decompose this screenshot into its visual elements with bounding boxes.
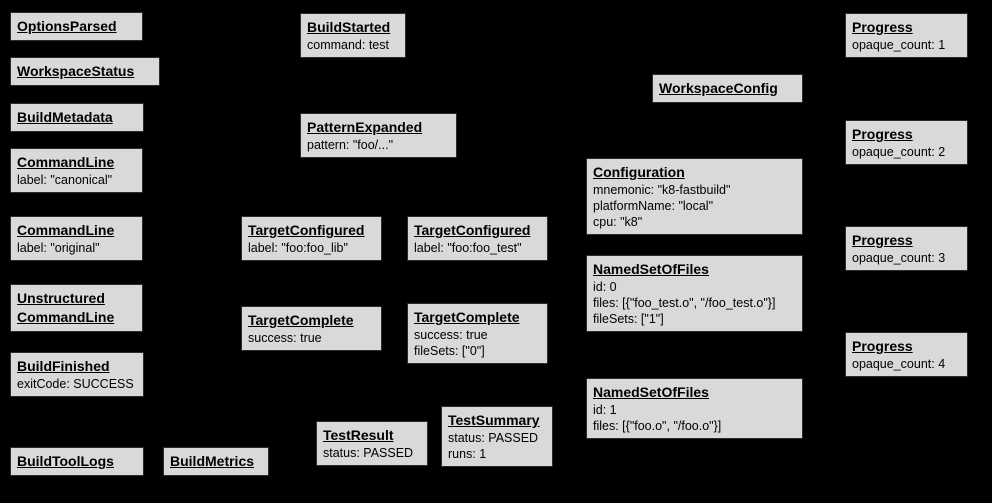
- node-field: exitCode: SUCCESS: [17, 377, 134, 391]
- node-title: OptionsParsed: [17, 18, 117, 34]
- node-field: runs: 1: [448, 447, 487, 461]
- node-field: fileSets: ["0"]: [414, 344, 485, 358]
- node-title: CommandLine: [17, 154, 115, 170]
- node-field: status: PASSED: [323, 446, 414, 460]
- node-field: label: "foo:foo_test": [414, 241, 522, 255]
- node-field: opaque_count: 1: [852, 38, 946, 52]
- node-build-metadata: BuildMetadata: [10, 103, 144, 132]
- node-named-set-of-files-0: NamedSetOfFiles id: 0 files: [{"foo_test…: [586, 255, 803, 332]
- node-command-line-original: CommandLine label: "original": [10, 216, 143, 261]
- node-title: Progress: [852, 232, 913, 248]
- node-field: label: "foo:foo_lib": [248, 241, 348, 255]
- node-title: BuildFinished: [17, 358, 110, 374]
- node-target-configured-foo-lib: TargetConfigured label: "foo:foo_lib": [241, 216, 382, 261]
- node-field: mnemonic: "k8-fastbuild": [593, 183, 731, 197]
- node-field: opaque_count: 2: [852, 145, 946, 159]
- node-title: Progress: [852, 126, 913, 142]
- node-test-result: TestResult status: PASSED: [316, 421, 428, 466]
- node-progress-4: Progress opaque_count: 4: [845, 332, 968, 377]
- node-title: TestResult: [323, 427, 394, 443]
- node-field: pattern: "foo/...": [307, 138, 394, 152]
- node-title: Progress: [852, 338, 913, 354]
- node-field: fileSets: ["1"]: [593, 312, 664, 326]
- node-title: TestSummary: [448, 412, 540, 428]
- node-workspace-status: WorkspaceStatus: [10, 57, 160, 86]
- node-build-metrics: BuildMetrics: [163, 447, 269, 476]
- node-title: NamedSetOfFiles: [593, 261, 709, 277]
- node-title: CommandLine: [17, 222, 115, 238]
- node-field: success: true: [248, 331, 322, 345]
- node-field: opaque_count: 3: [852, 251, 946, 265]
- node-unstructured-command-line: Unstructured CommandLine: [10, 284, 143, 332]
- node-build-finished: BuildFinished exitCode: SUCCESS: [10, 352, 144, 397]
- node-title: BuildMetadata: [17, 109, 113, 125]
- node-progress-3: Progress opaque_count: 3: [845, 226, 968, 271]
- node-title: BuildStarted: [307, 19, 391, 35]
- node-workspace-config: WorkspaceConfig: [652, 74, 803, 103]
- node-field: platformName: "local": [593, 199, 714, 213]
- node-field: command: test: [307, 38, 389, 52]
- node-title: TargetComplete: [414, 309, 520, 325]
- node-target-complete-foo-test: TargetComplete success: true fileSets: […: [407, 303, 548, 364]
- node-progress-1: Progress opaque_count: 1: [845, 13, 968, 58]
- node-target-complete-foo-lib: TargetComplete success: true: [241, 306, 382, 351]
- node-options-parsed: OptionsParsed: [10, 12, 143, 41]
- node-field: label: "original": [17, 241, 100, 255]
- node-field: files: [{"foo_test.o", "/foo_test.o"}]: [593, 296, 776, 310]
- node-field: files: [{"foo.o", "/foo.o"}]: [593, 419, 722, 433]
- node-test-summary: TestSummary status: PASSED runs: 1: [441, 406, 553, 467]
- node-title: TargetConfigured: [414, 222, 531, 238]
- node-title: NamedSetOfFiles: [593, 384, 709, 400]
- node-field: opaque_count: 4: [852, 357, 946, 371]
- node-title: Configuration: [593, 164, 685, 180]
- node-title: PatternExpanded: [307, 119, 423, 135]
- node-field: id: 0: [593, 280, 617, 294]
- node-title: TargetConfigured: [248, 222, 365, 238]
- node-title: WorkspaceConfig: [659, 80, 778, 96]
- node-build-tool-logs: BuildToolLogs: [10, 447, 144, 476]
- node-field: status: PASSED: [448, 431, 539, 445]
- node-command-line-canonical: CommandLine label: "canonical": [10, 148, 143, 193]
- node-progress-2: Progress opaque_count: 2: [845, 120, 968, 165]
- node-configuration: Configuration mnemonic: "k8-fastbuild" p…: [586, 158, 803, 235]
- node-field: id: 1: [593, 403, 617, 417]
- node-field: success: true: [414, 328, 488, 342]
- node-field: label: "canonical": [17, 173, 113, 187]
- node-build-started: BuildStarted command: test: [300, 13, 406, 58]
- node-title: BuildToolLogs: [17, 453, 114, 469]
- node-pattern-expanded: PatternExpanded pattern: "foo/...": [300, 113, 457, 158]
- node-field: cpu: "k8": [593, 215, 643, 229]
- node-title: WorkspaceStatus: [17, 63, 135, 79]
- node-title: Unstructured CommandLine: [17, 290, 115, 325]
- node-named-set-of-files-1: NamedSetOfFiles id: 1 files: [{"foo.o", …: [586, 378, 803, 439]
- node-title: Progress: [852, 19, 913, 35]
- node-title: TargetComplete: [248, 312, 354, 328]
- node-target-configured-foo-test: TargetConfigured label: "foo:foo_test": [407, 216, 548, 261]
- node-title: BuildMetrics: [170, 453, 255, 469]
